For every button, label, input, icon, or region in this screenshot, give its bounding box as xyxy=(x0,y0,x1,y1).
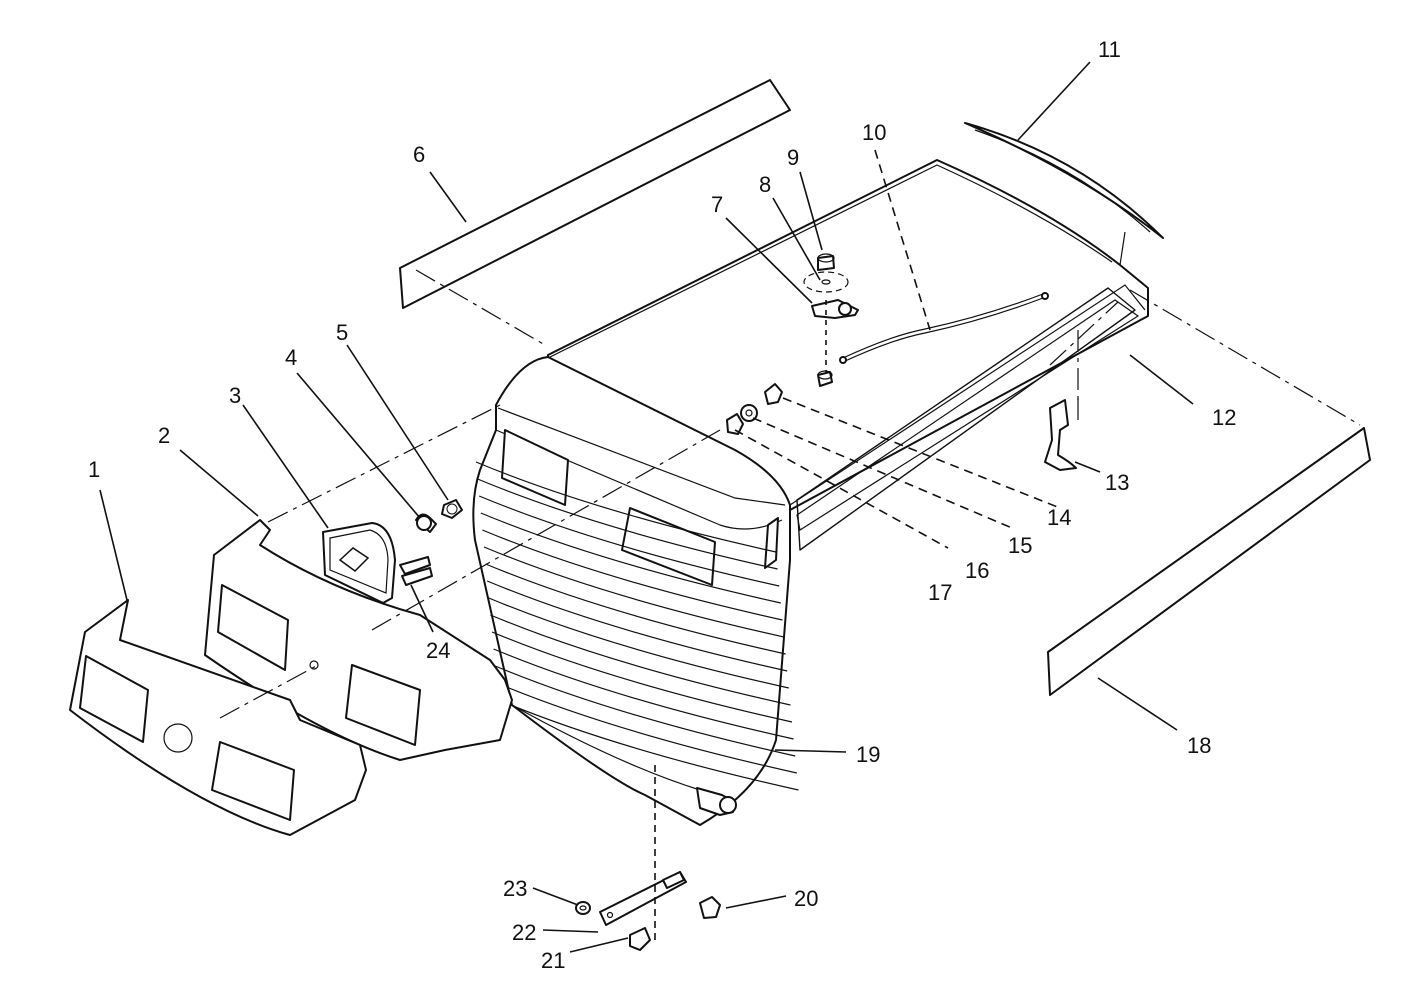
callout-label-12: 12 xyxy=(1212,405,1236,430)
callout-label-6: 6 xyxy=(413,142,425,167)
callout-label-14: 14 xyxy=(1047,505,1071,530)
callout-label-18: 18 xyxy=(1187,733,1211,758)
part-9-knob xyxy=(817,253,835,271)
part-7-bracket xyxy=(811,299,859,319)
part-21-spacer xyxy=(629,927,651,951)
callout-label-23: 23 xyxy=(503,876,527,901)
part-20-bolt xyxy=(699,896,721,919)
callout-label-17: 17 xyxy=(928,580,952,605)
grille-slat xyxy=(475,461,777,553)
part-10-cable xyxy=(839,292,1049,364)
part-5-socket xyxy=(441,499,463,519)
callout-label-21: 21 xyxy=(541,948,565,973)
callout-label-19: 19 xyxy=(856,742,880,767)
grille-slat xyxy=(482,529,783,621)
part-18-side-strip xyxy=(1047,427,1371,696)
callout-label-15: 15 xyxy=(1008,533,1032,558)
callout-label-4: 4 xyxy=(285,345,297,370)
grille-slat xyxy=(478,495,780,587)
part-19-grille xyxy=(472,356,799,826)
callout-label-10: 10 xyxy=(862,120,886,145)
callout-label-9: 9 xyxy=(787,145,799,170)
part-4-bulb xyxy=(415,513,437,533)
part-16-nut xyxy=(726,413,744,435)
part-22-plate xyxy=(599,871,687,926)
grille-slat xyxy=(494,665,796,757)
callout-label-5: 5 xyxy=(336,320,348,345)
callout-label-20: 20 xyxy=(794,886,818,911)
callout-label-3: 3 xyxy=(229,383,241,408)
callout-label-1: 1 xyxy=(88,457,100,482)
callout-label-16: 16 xyxy=(965,558,989,583)
part-23-washer xyxy=(575,901,591,915)
part-24-clip xyxy=(399,556,433,586)
leader-lines xyxy=(99,61,1194,953)
callout-label-22: 22 xyxy=(512,920,536,945)
grille-slat xyxy=(480,512,781,604)
part-13-latch-bracket xyxy=(1044,398,1079,471)
callout-label-24: 24 xyxy=(426,638,450,663)
part-8-washer xyxy=(803,271,849,293)
grille-slat xyxy=(477,478,778,570)
assembly-lines xyxy=(219,269,1361,940)
part-3-headlight xyxy=(322,522,396,604)
grille-slat xyxy=(491,631,793,723)
part-11-top-strip xyxy=(964,122,1164,239)
callout-label-11: 11 xyxy=(1098,37,1121,62)
part-14-fastener xyxy=(764,383,783,405)
grille-slat xyxy=(496,682,797,774)
part-15-washer xyxy=(740,404,758,422)
grille-slat xyxy=(490,614,791,706)
callout-label-8: 8 xyxy=(759,172,771,197)
grille-slat xyxy=(488,597,789,689)
part-6-side-strip xyxy=(399,79,791,309)
grille-slat xyxy=(486,580,788,672)
grille-slat xyxy=(498,699,799,791)
callout-label-2: 2 xyxy=(158,423,170,448)
callout-label-7: 7 xyxy=(711,192,723,217)
grille-slat xyxy=(485,563,786,655)
callout-label-13: 13 xyxy=(1105,470,1129,495)
part-bolt-hood xyxy=(817,370,833,387)
grille-slat xyxy=(493,648,794,740)
grille-slat xyxy=(483,546,785,638)
part-1-front-plate xyxy=(69,599,367,836)
